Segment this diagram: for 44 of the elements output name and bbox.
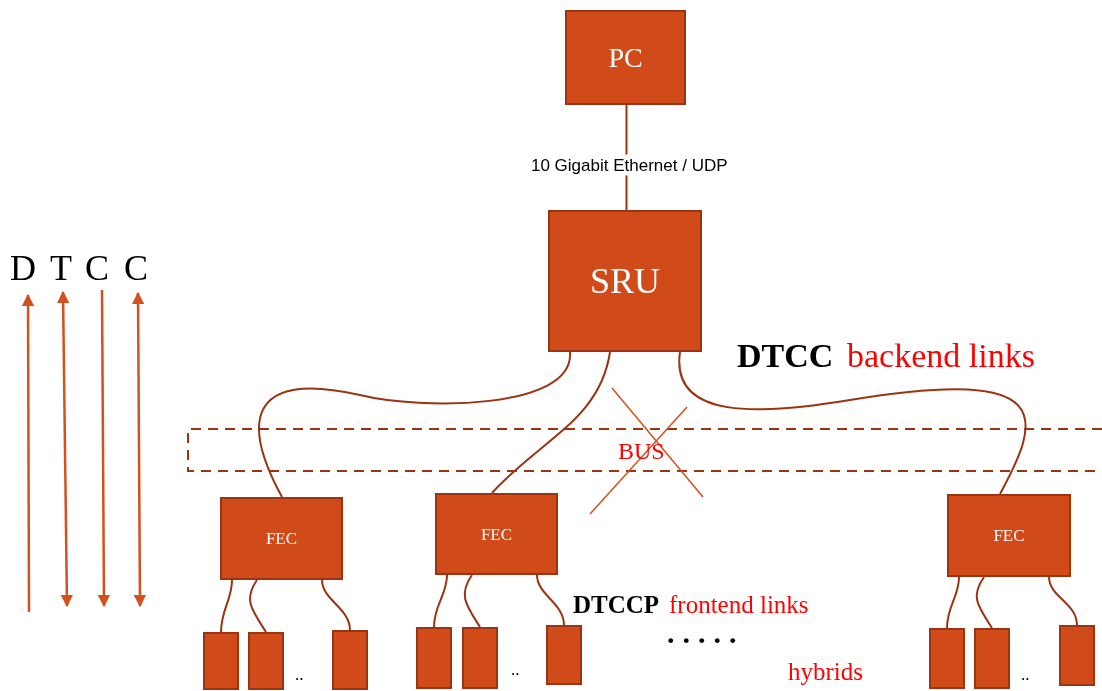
connector-line	[220, 579, 233, 633]
text-label: T	[50, 250, 72, 286]
hybrid-box	[203, 632, 239, 690]
connector-line	[258, 351, 571, 498]
text-label: ..	[511, 661, 520, 678]
node-label: FEC	[265, 530, 298, 547]
process-box	[220, 497, 343, 580]
process-box	[548, 210, 702, 352]
node-label: PC	[608, 43, 643, 72]
connector-line	[321, 579, 351, 631]
hybrid-box	[248, 632, 284, 690]
text-label: ..	[295, 666, 304, 683]
connector-line	[463, 574, 481, 628]
text-label: DTCC	[737, 339, 834, 373]
text-label: DTCCP	[573, 592, 660, 617]
text-label: C	[124, 250, 148, 286]
connector-line	[1048, 576, 1078, 626]
connector-line	[946, 576, 960, 629]
hybrid-box	[462, 627, 498, 689]
connector-line	[536, 574, 565, 626]
connector-line	[491, 351, 611, 494]
text-label: D	[10, 250, 36, 286]
hybrid-box	[1059, 625, 1095, 686]
connector-line	[975, 576, 993, 629]
connector-line	[678, 351, 1027, 495]
text-label: .....	[667, 618, 745, 648]
hybrid-box	[929, 628, 965, 689]
hybrid-box	[332, 630, 368, 690]
process-box	[947, 494, 1071, 577]
text-label: frontend links	[669, 592, 809, 617]
process-box	[565, 10, 686, 105]
connector-line	[249, 579, 267, 633]
hybrid-box	[546, 625, 582, 685]
text-label: hybrids	[788, 659, 863, 684]
text-label: backend links	[847, 339, 1035, 373]
text-label: C	[85, 250, 109, 286]
node-label: FEC	[993, 527, 1025, 544]
process-box	[435, 493, 558, 575]
connector-line	[433, 574, 448, 628]
text-label: ..	[1021, 666, 1030, 683]
hybrid-box	[974, 628, 1010, 689]
node-label: SRU	[590, 263, 660, 299]
hybrid-box	[416, 627, 452, 689]
node-label: FEC	[480, 525, 513, 543]
